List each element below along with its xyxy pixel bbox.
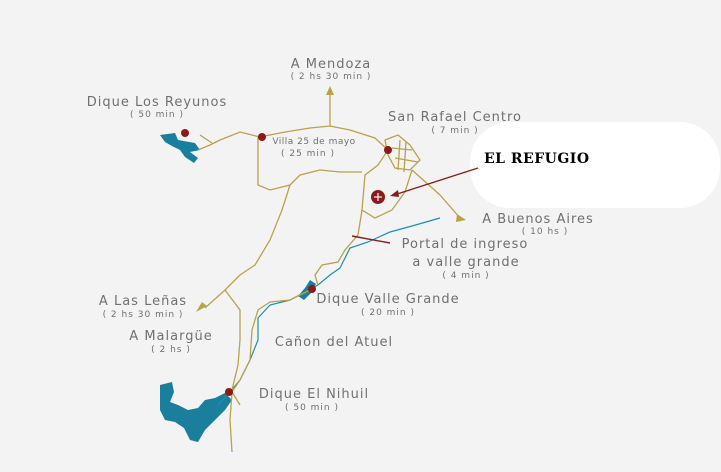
lake-valle-grande xyxy=(298,280,316,300)
time-san-rafael: ( 7 min ) xyxy=(431,126,479,136)
marker-refugio xyxy=(371,190,385,204)
time-villa-25: ( 25 min ) xyxy=(280,149,336,159)
label-portal-line2: a valle grande xyxy=(412,255,520,270)
label-canon-atuel: Cañon del Atuel xyxy=(274,335,394,350)
lake-el-nihuil xyxy=(160,382,232,442)
time-las-lenas: ( 2 hs 30 min ) xyxy=(102,310,184,320)
refugio-pointer xyxy=(393,167,479,196)
label-dique-valle-grande: Dique Valle Grande xyxy=(316,292,460,307)
label-malargue: A Malargüe xyxy=(129,329,213,344)
marker-reyunos xyxy=(181,129,189,137)
label-dique-reyunos: Dique Los Reyunos xyxy=(86,95,228,110)
time-dique-reyunos: ( 50 min ) xyxy=(129,110,185,120)
label-el-refugio: EL REFUGIO xyxy=(484,151,590,167)
time-malargue: ( 2 hs ) xyxy=(151,345,191,355)
time-dique-nihuil: ( 50 min ) xyxy=(284,403,340,413)
portal-pointer xyxy=(351,235,391,244)
lake-los-reyunos xyxy=(160,133,200,163)
time-portal: ( 4 min ) xyxy=(442,271,490,281)
label-villa-25: Villa 25 de mayo xyxy=(272,137,356,147)
arrow-las-lenas xyxy=(196,302,207,312)
arrow-mendoza xyxy=(326,86,334,95)
time-mendoza: ( 2 hs 30 min ) xyxy=(290,72,372,82)
marker-san-rafael xyxy=(384,146,392,154)
time-buenos-aires: ( 10 hs ) xyxy=(521,227,569,237)
label-dique-nihuil: Dique El Nihuil xyxy=(258,387,370,402)
marker-nihuil xyxy=(225,388,233,396)
label-portal-line1: Portal de ingreso xyxy=(401,237,529,252)
label-buenos-aires: A Buenos Aires xyxy=(482,212,594,227)
time-dique-valle-grande: ( 20 min ) xyxy=(360,308,416,318)
label-mendoza: A Mendoza xyxy=(290,57,372,72)
arrow-buenos-aires xyxy=(456,214,466,222)
marker-villa-25 xyxy=(258,133,266,141)
label-las-lenas: A Las Leñas xyxy=(98,294,188,309)
refugio-highlight xyxy=(470,122,720,208)
marker-valle-grande xyxy=(308,285,316,293)
label-san-rafael: San Rafael Centro xyxy=(387,110,523,125)
